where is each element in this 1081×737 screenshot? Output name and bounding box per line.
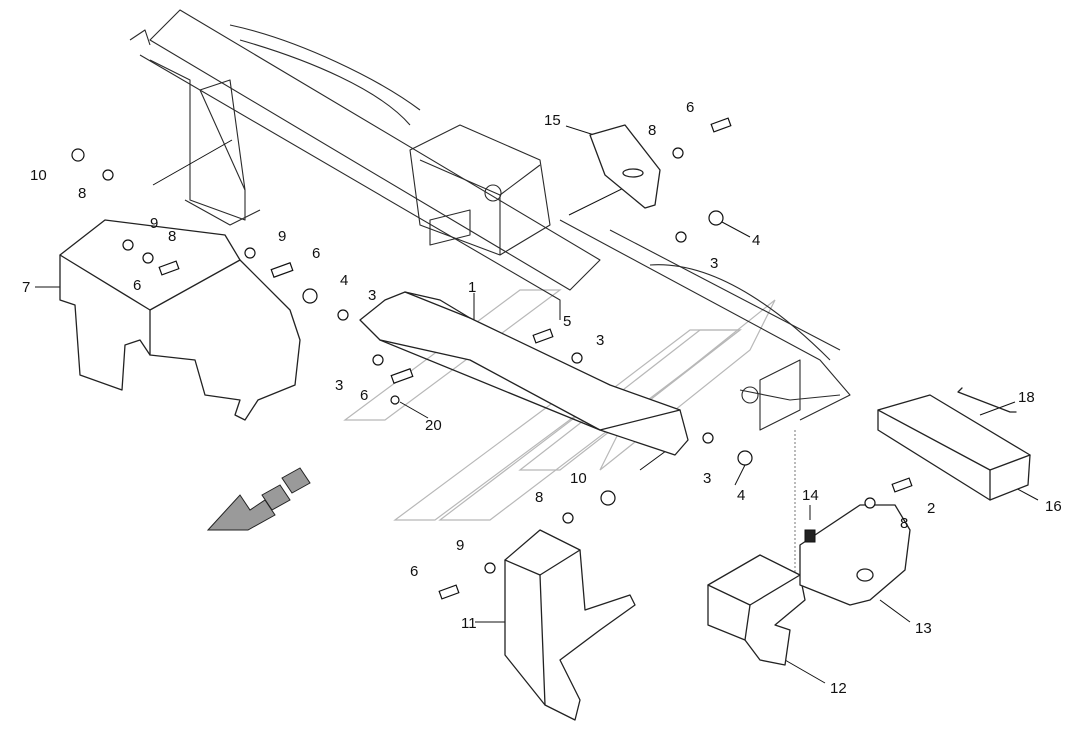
callout-6c: 6 bbox=[360, 387, 368, 404]
pin-part-18 bbox=[957, 387, 1017, 413]
callout-18: 18 bbox=[1018, 389, 1035, 406]
cover-part-7 bbox=[59, 219, 301, 421]
callout-1: 1 bbox=[468, 279, 476, 296]
callout-3d: 3 bbox=[710, 255, 718, 272]
plate-part-13 bbox=[799, 504, 911, 606]
callout-4c: 4 bbox=[737, 487, 745, 504]
callout-2: 2 bbox=[927, 500, 935, 517]
callout-6d: 6 bbox=[686, 99, 694, 116]
callout-20: 20 bbox=[425, 417, 442, 434]
callout-3e: 3 bbox=[703, 470, 711, 487]
channel-part-1 bbox=[359, 291, 689, 456]
callout-8e: 8 bbox=[900, 515, 908, 532]
callout-4a: 4 bbox=[340, 272, 348, 289]
callout-3b: 3 bbox=[596, 332, 604, 349]
callout-10b: 10 bbox=[570, 470, 587, 487]
callout-3c: 3 bbox=[335, 377, 343, 394]
callout-15: 15 bbox=[544, 112, 561, 129]
cover-part-12 bbox=[707, 554, 806, 666]
tractor-frame bbox=[129, 9, 851, 580]
cover-part-11 bbox=[504, 529, 636, 721]
bracket-part-15 bbox=[589, 124, 661, 209]
callout-12: 12 bbox=[830, 680, 847, 697]
callout-8c: 8 bbox=[648, 122, 656, 139]
clip-part-14 bbox=[804, 529, 816, 543]
direction-arrow-icon bbox=[206, 467, 311, 531]
callout-6a: 6 bbox=[133, 277, 141, 294]
callout-5: 5 bbox=[563, 313, 571, 330]
callout-13: 13 bbox=[915, 620, 932, 637]
callout-11: 11 bbox=[461, 615, 477, 632]
callout-8a: 8 bbox=[78, 185, 86, 202]
callout-8b: 8 bbox=[168, 228, 176, 245]
callout-3a: 3 bbox=[368, 287, 376, 304]
callout-10a: 10 bbox=[30, 167, 47, 184]
callout-4b: 4 bbox=[752, 232, 760, 249]
callout-7: 7 bbox=[22, 279, 30, 296]
tray-part-16 bbox=[877, 394, 1031, 501]
callout-16: 16 bbox=[1045, 498, 1062, 515]
callout-9b: 9 bbox=[278, 228, 286, 245]
callout-9a: 9 bbox=[150, 215, 158, 232]
callout-labels: 10 8 7 9 8 6 9 6 4 3 1 5 3 3 6 20 15 8 6… bbox=[22, 99, 1062, 697]
callout-8d: 8 bbox=[535, 489, 543, 506]
callout-9c: 9 bbox=[456, 537, 464, 554]
fasteners bbox=[71, 117, 913, 600]
callout-14: 14 bbox=[802, 487, 819, 504]
callout-6e: 6 bbox=[410, 563, 418, 580]
callout-6b: 6 bbox=[312, 245, 320, 262]
